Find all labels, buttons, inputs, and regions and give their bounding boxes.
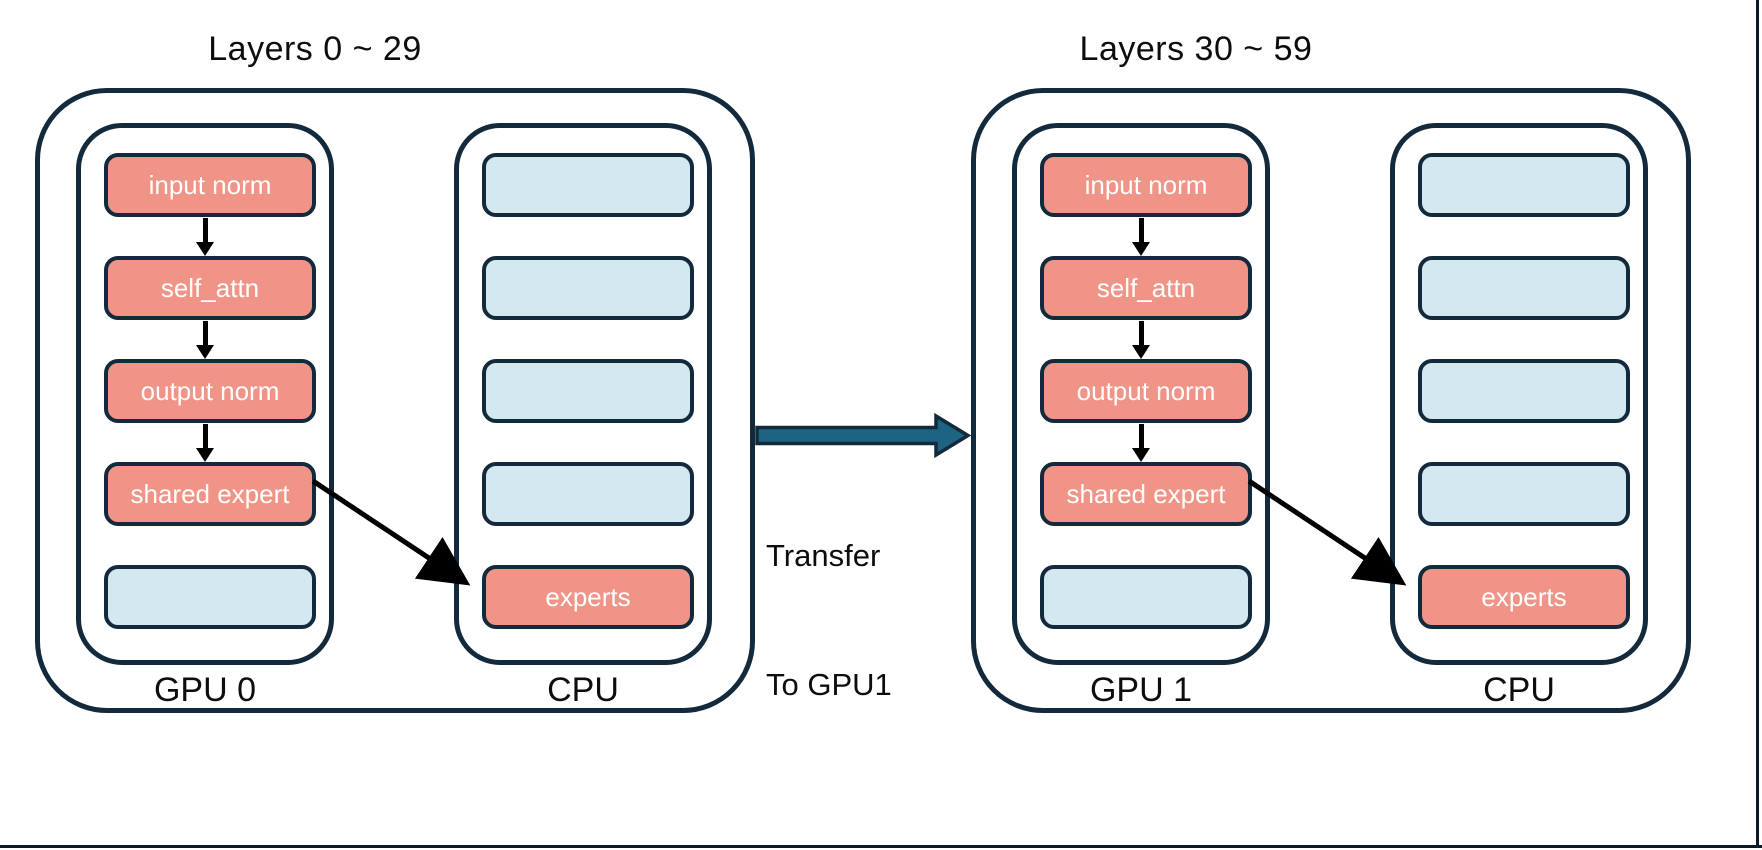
empty-slot-box xyxy=(482,462,694,526)
stage0-gpu-column: input norm self_attn output norm shared … xyxy=(76,123,334,665)
down-arrow-icon xyxy=(1132,321,1150,359)
empty-slot-box xyxy=(482,256,694,320)
empty-slot-box xyxy=(1418,359,1630,423)
module-box-input-norm: input norm xyxy=(104,153,316,217)
stage1-title: Layers 30 ~ 59 xyxy=(1079,30,1313,68)
empty-slot-box xyxy=(1418,153,1630,217)
down-arrow-icon xyxy=(196,424,214,462)
stage0-cpu-column: experts xyxy=(454,123,712,665)
empty-slot-box xyxy=(1418,462,1630,526)
empty-slot-box xyxy=(1040,565,1252,629)
module-box-self-attn: self_attn xyxy=(1040,256,1252,320)
empty-slot-box xyxy=(1418,256,1630,320)
empty-slot-box xyxy=(482,153,694,217)
module-box-output-norm: output norm xyxy=(1040,359,1252,423)
empty-slot-box xyxy=(482,359,694,423)
module-box-experts: experts xyxy=(482,565,694,629)
module-box-experts: experts xyxy=(1418,565,1630,629)
stage0-container: input norm self_attn output norm shared … xyxy=(35,88,755,713)
stage1-gpu-label: GPU 1 xyxy=(1089,671,1193,709)
module-box-shared-expert: shared expert xyxy=(1040,462,1252,526)
down-arrow-icon xyxy=(196,218,214,256)
stage0-gpu-label: GPU 0 xyxy=(153,671,257,709)
empty-slot-box xyxy=(104,565,316,629)
stage1-cpu-column: experts xyxy=(1390,123,1648,665)
right-edge-line xyxy=(1756,0,1759,848)
module-box-shared-expert: shared expert xyxy=(104,462,316,526)
stage1-cpu-label: CPU xyxy=(1483,671,1555,709)
stage1-container: input norm self_attn output norm shared … xyxy=(971,88,1691,713)
stage0-title: Layers 0 ~ 29 xyxy=(208,30,422,68)
transfer-label-line1: Transfer xyxy=(766,538,881,573)
down-arrow-icon xyxy=(1132,424,1150,462)
module-box-output-norm: output norm xyxy=(104,359,316,423)
stage0-cpu-label: CPU xyxy=(547,671,619,709)
transfer-label-line2: To GPU1 xyxy=(766,667,892,702)
down-arrow-icon xyxy=(196,321,214,359)
transfer-label: Transfer To GPU1 xyxy=(766,448,892,792)
stage1-gpu-column: input norm self_attn output norm shared … xyxy=(1012,123,1270,665)
module-box-input-norm: input norm xyxy=(1040,153,1252,217)
bottom-edge-line xyxy=(0,845,1762,848)
down-arrow-icon xyxy=(1132,218,1150,256)
module-box-self-attn: self_attn xyxy=(104,256,316,320)
